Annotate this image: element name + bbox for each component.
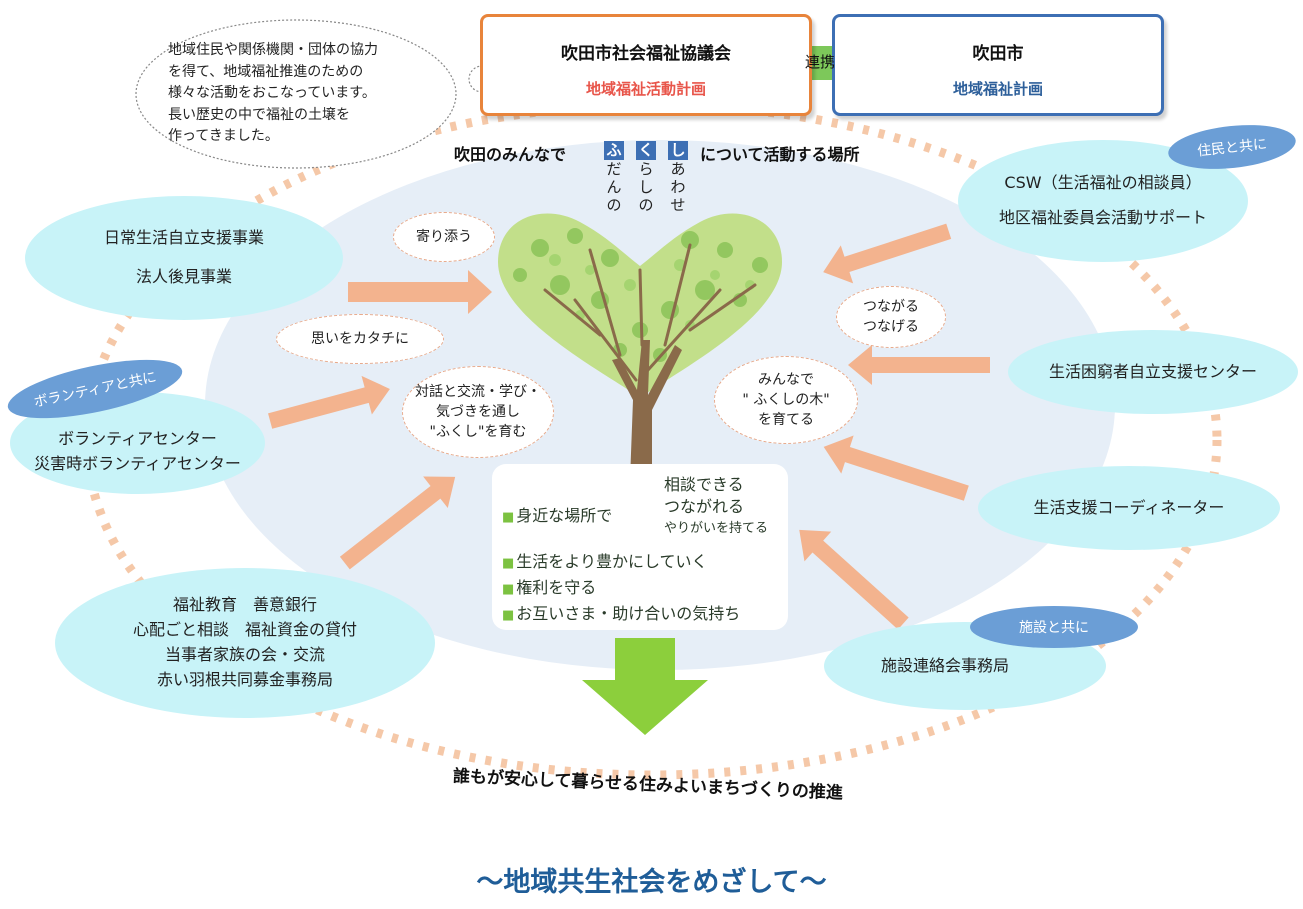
central-area bbox=[205, 140, 1115, 670]
bubble-line: 心配ごと相談 福祉資金の貸付 bbox=[132, 620, 357, 640]
thought-line: 様々な活動をおこなっています。 bbox=[168, 85, 376, 101]
kana-highlight: ふ bbox=[604, 141, 624, 160]
bullet-text: お互いさま・助け合いの気持ち bbox=[516, 604, 741, 623]
bubble-line: ボランティアセンター bbox=[58, 429, 217, 449]
keyword-tsunagaru: つながる つなげる bbox=[836, 286, 946, 348]
lead-text: 身近な場所で bbox=[516, 506, 613, 525]
arrow-facility bbox=[799, 529, 909, 630]
brace-item: やりがいを持てる bbox=[664, 521, 769, 536]
heart-tree bbox=[498, 213, 782, 480]
dotted-ring bbox=[82, 100, 1222, 780]
bubble-line: 生活困窮者自立支援センター bbox=[1048, 361, 1257, 381]
page-title: ～地域共生社会をめざして～ bbox=[476, 867, 827, 898]
link-label: 連携 bbox=[804, 53, 835, 71]
bubble-line: 赤い羽根共同募金事務局 bbox=[156, 669, 333, 689]
arrow-csw bbox=[823, 223, 952, 284]
keyword-line: 気づきを通し bbox=[436, 403, 520, 420]
keyword-line: つながる bbox=[863, 298, 919, 315]
kana-kurashi: く ら し の bbox=[636, 141, 656, 214]
keyword-line: を育てる bbox=[758, 412, 814, 429]
kana-char: の bbox=[606, 196, 622, 214]
bullet-text: 生活をより豊かにしていく bbox=[516, 552, 708, 571]
thought-line: を得て、地域福祉推進のための bbox=[168, 63, 364, 80]
square-bullet-icon: ■ bbox=[502, 608, 515, 623]
city-plan: 地域福祉計画 bbox=[952, 80, 1043, 98]
arrow-poverty bbox=[848, 345, 990, 385]
thought-text: 地域住民や関係機関・団体の協力 を得て、地域福祉推進のための 様々な活動をおこな… bbox=[168, 40, 438, 148]
kana-char: ら bbox=[638, 160, 654, 178]
bubble-line: 災害時ボランティアセンター bbox=[34, 454, 241, 473]
bubble-line: CSW（生活福祉の相談員） bbox=[1004, 173, 1202, 193]
square-bullet-icon: ■ bbox=[502, 556, 515, 571]
kana-highlight: く bbox=[636, 141, 656, 160]
kana-char: ん bbox=[606, 178, 622, 196]
keyword-line: "ふくし"を育む bbox=[429, 424, 527, 441]
bullet-text: 権利を守る bbox=[516, 578, 597, 597]
goal-arrow bbox=[582, 638, 708, 735]
kana-char: の bbox=[638, 196, 654, 214]
kana-char: し bbox=[638, 178, 654, 196]
square-bullet-icon: ■ bbox=[502, 582, 515, 597]
arrow-coordinator bbox=[823, 435, 969, 501]
council-plan-box: 吹田市社会福祉協議会 地域福祉活動計画 bbox=[480, 14, 812, 116]
kana-char: あ bbox=[670, 160, 686, 178]
city-plan-box: 吹田市 地域福祉計画 bbox=[832, 14, 1164, 116]
kana-char: わ bbox=[670, 178, 686, 196]
tree-trunk bbox=[612, 340, 682, 480]
bullet-list: ■生活をより豊かにしていく ■権利を守る ■お互いさま・助け合いの気持ち bbox=[502, 550, 740, 628]
bubble-line: 生活支援コーディネーター bbox=[1033, 497, 1225, 517]
welfare-education-bubble: 福祉教育 善意銀行 心配ごと相談 福祉資金の貸付 当事者家族の会・交流 赤い羽根… bbox=[55, 568, 435, 718]
bullet-item: ■生活をより豊かにしていく bbox=[502, 550, 740, 576]
keyword-line: " ふくしの木" bbox=[742, 391, 830, 408]
keyword-yorisou: 寄り添う bbox=[393, 212, 495, 262]
keyword-taiwa: 対話と交流・学び・ 気づきを通し "ふくし"を育む bbox=[402, 366, 554, 458]
keyword-line: みんなで bbox=[758, 371, 814, 388]
arrow-group bbox=[268, 223, 990, 630]
keyword-line: つなげる bbox=[863, 319, 919, 335]
tag-facilities: 施設と共に bbox=[970, 606, 1138, 648]
thought-line: 長い歴史の中で福祉の土壌を bbox=[168, 106, 350, 123]
slogan-suffix: について活動する場所 bbox=[700, 145, 860, 164]
center-values-box: ■身近な場所で 相談できる つながれる やりがいを持てる ■生活をより豊かにして… bbox=[492, 464, 788, 630]
keyword-line: 思いをカタチに bbox=[311, 330, 409, 347]
city-name: 吹田市 bbox=[972, 44, 1024, 64]
thought-line: 作ってきました。 bbox=[168, 128, 279, 144]
bubble-line: 地区福祉委員会活動サポート bbox=[998, 208, 1207, 227]
bullet-item: ■権利を守る bbox=[502, 576, 740, 602]
poverty-support-bubble: 生活困窮者自立支援センター bbox=[1008, 330, 1298, 414]
kana-highlight: し bbox=[668, 141, 688, 160]
brace-item: 相談できる bbox=[664, 475, 744, 494]
slogan-prefix: 吹田のみんなで bbox=[454, 145, 567, 164]
brace-items: 相談できる つながれる やりがいを持てる bbox=[664, 474, 768, 540]
square-bullet-icon: ■ bbox=[502, 510, 515, 525]
bubble-line: 福祉教育 善意銀行 bbox=[172, 595, 317, 615]
kana-char: せ bbox=[670, 196, 686, 214]
lead-line: ■身近な場所で bbox=[502, 502, 612, 526]
keyword-line: 寄り添う bbox=[416, 228, 472, 245]
daily-support-bubble: 日常生活自立支援事業 法人後見事業 bbox=[25, 196, 343, 320]
bubble-line: 当事者家族の会・交流 bbox=[164, 645, 325, 664]
keyword-omoi: 思いをカタチに bbox=[276, 314, 444, 364]
arrow-daily-support bbox=[348, 270, 492, 314]
bubble-line: 法人後見事業 bbox=[135, 267, 232, 286]
brace-item: つながれる bbox=[664, 497, 745, 516]
thought-line: 地域住民や関係機関・団体の協力 bbox=[168, 42, 378, 58]
kana-char: だ bbox=[606, 160, 622, 178]
thought-cloud bbox=[135, 19, 457, 169]
coordinator-bubble: 生活支援コーディネーター bbox=[978, 466, 1280, 550]
keyword-line: 対話と交流・学び・ bbox=[415, 383, 541, 400]
arrow-welfare-edu bbox=[339, 476, 456, 570]
keyword-minna: みんなで " ふくしの木" を育てる bbox=[714, 356, 858, 444]
arrow-volunteer bbox=[268, 375, 390, 429]
bubble-line: 日常生活自立支援事業 bbox=[103, 228, 264, 248]
council-plan: 地域福祉活動計画 bbox=[585, 80, 706, 98]
kana-fudan: ふ だ ん の bbox=[604, 141, 624, 214]
council-name: 吹田市社会福祉協議会 bbox=[561, 44, 731, 64]
kana-shiawase: し あ わ せ bbox=[668, 141, 688, 214]
bubble-line: 施設連絡会事務局 bbox=[880, 655, 1009, 675]
bullet-item: ■お互いさま・助け合いの気持ち bbox=[502, 602, 740, 628]
